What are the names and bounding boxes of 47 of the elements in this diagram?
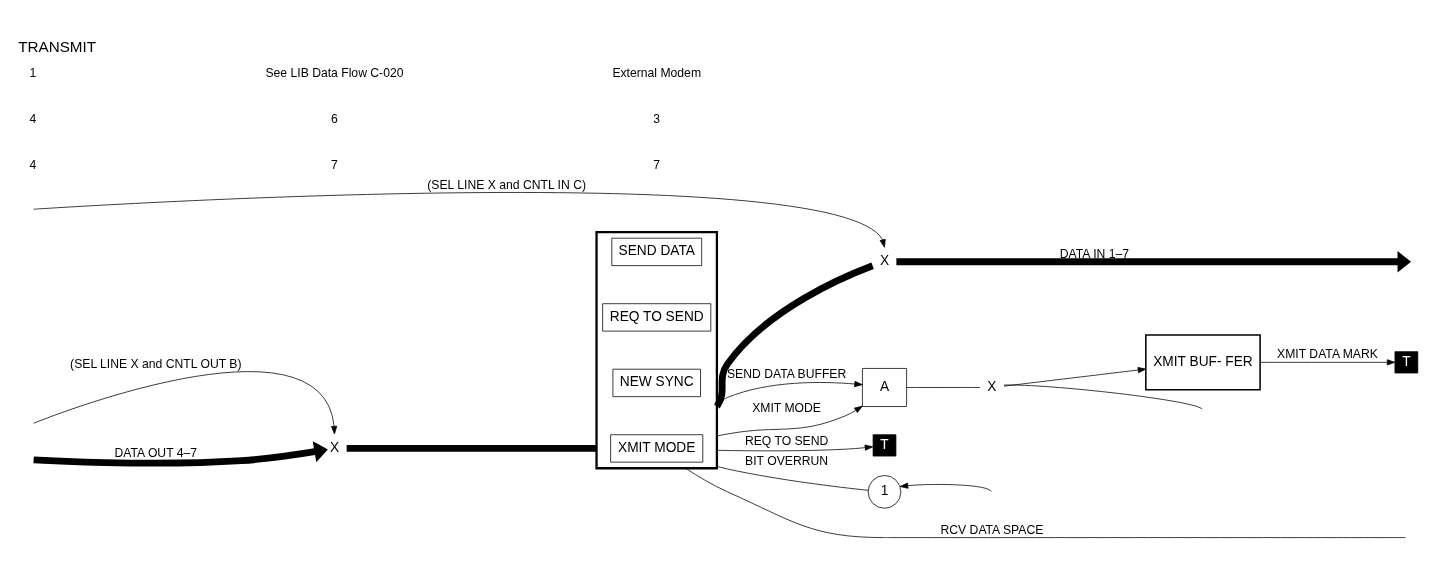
node-text: X: [987, 378, 997, 394]
cluster: [595, 230, 719, 469]
label: 6: [331, 111, 338, 126]
node-text: X: [329, 439, 340, 455]
connector: [906, 386, 981, 388]
node-box: T: [872, 433, 897, 456]
edge-label: REQ TO SEND: [744, 433, 829, 448]
arrow: [716, 405, 863, 436]
arrow: [33, 440, 328, 467]
node-box: REQ TO SEND: [602, 302, 712, 331]
label: 4: [29, 157, 37, 172]
edge-label: DATA OUT 4–7: [114, 445, 198, 460]
label: 4: [29, 111, 37, 126]
node-box: XMIT MODE: [610, 433, 704, 463]
edge-label: RCV DATA SPACE: [940, 522, 1044, 537]
node-circle: 1: [867, 474, 902, 509]
edge-label: XMIT MODE: [752, 400, 821, 415]
edge-label: BIT OVERRUN: [745, 453, 829, 468]
label: 3: [653, 111, 661, 126]
node-box: A: [862, 367, 907, 407]
arrow: [1259, 358, 1396, 365]
edge-label: (SEL LINE X and CNTL OUT B): [70, 356, 242, 371]
node-box: T: [1394, 350, 1419, 373]
connector: [713, 262, 874, 408]
diagram-title: TRANSMIT: [18, 37, 97, 55]
edge-label: DATA IN 1–7: [1059, 246, 1130, 261]
label: See LIB Data Flow C-020: [265, 65, 404, 80]
label: 7: [653, 157, 661, 172]
edge-label: (SEL LINE X and CNTL IN C): [427, 177, 587, 191]
label: 1: [29, 65, 37, 80]
node-box: XMIT BUF- FER: [1145, 333, 1261, 391]
connector: [1003, 384, 1203, 410]
arrow: [716, 444, 874, 451]
node-text: X: [879, 252, 890, 268]
label: 7: [331, 157, 338, 172]
node-box: SEND DATA: [611, 237, 703, 266]
connector: [346, 444, 597, 452]
edge-label: XMIT DATA MARK: [1277, 346, 1378, 361]
arrow: [33, 370, 338, 434]
edge-label: SEND DATA BUFFER: [726, 366, 847, 381]
arrow: [33, 191, 886, 248]
node-box: NEW SYNC: [612, 368, 701, 397]
arrow: [899, 482, 992, 492]
arrow: [1003, 366, 1147, 386]
label: External Modem: [612, 65, 702, 80]
connector: [716, 465, 869, 491]
connector: [685, 467, 1406, 538]
